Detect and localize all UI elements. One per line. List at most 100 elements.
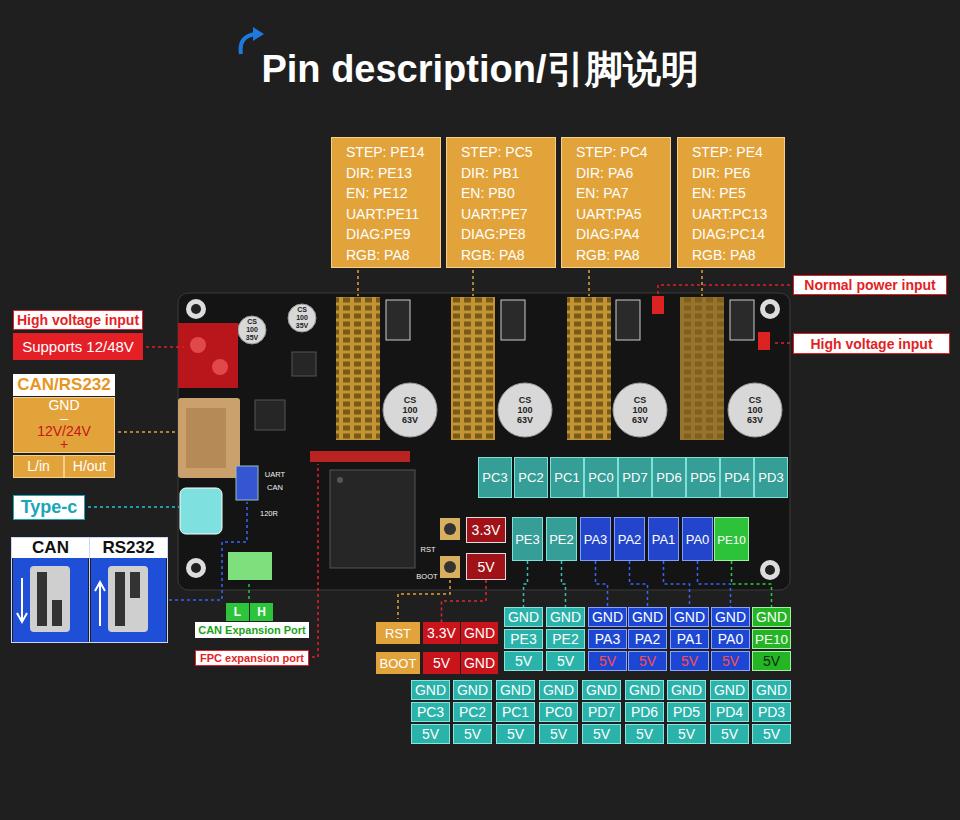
pin-box: GND [752, 680, 791, 700]
power-connector [652, 296, 664, 314]
box-text: GND [457, 682, 488, 698]
box-text: GND [586, 682, 617, 698]
pin-box: PE10 [752, 629, 791, 649]
box-text: UART:PE11 [346, 204, 419, 225]
pin-box: CAN [11, 537, 90, 643]
pin-connector [442, 580, 487, 622]
box-text: H [257, 605, 266, 619]
box-text: 5V [721, 726, 738, 742]
box-text: UART:PE7 [461, 204, 528, 225]
box-text: 5V [763, 726, 780, 742]
box-text: GND [756, 682, 787, 698]
pin-box: High voltage input [13, 310, 143, 330]
switch-icon [30, 566, 70, 632]
pin-box: High voltage input [793, 333, 950, 354]
box-text: PE3 [510, 631, 536, 647]
button [444, 523, 456, 535]
pin-box: GND [582, 680, 621, 700]
box-text: Type-c [21, 497, 78, 518]
box-text: 5V [433, 655, 450, 671]
box-text: EN: PA7 [576, 183, 629, 204]
mount-hole [760, 299, 780, 319]
pin-box: GND [504, 607, 543, 627]
box-text: RGB: PA8 [461, 245, 525, 266]
box-text: CAN [12, 538, 89, 558]
box-text: 3.3V [472, 522, 501, 538]
box-text: PC3 [482, 470, 507, 485]
board-label: CS 100 63V [744, 395, 766, 425]
box-text: CAN Expansion Port [198, 624, 306, 636]
box-text: PC3 [417, 704, 444, 720]
box-text: PC1 [554, 470, 579, 485]
box-text: GND [508, 609, 539, 625]
box-text: PC0 [545, 704, 572, 720]
box-text: DIR: PE13 [346, 163, 412, 184]
button [444, 561, 456, 573]
board-label: CS 100 63V [399, 395, 421, 425]
box-text: GND [674, 609, 705, 625]
pin-box: PA2 [628, 629, 667, 649]
box-text: 5V [507, 726, 524, 742]
pin-box: GND [588, 607, 627, 627]
leader-line [312, 464, 318, 657]
pin-box: PC0 [539, 702, 578, 722]
box-text: UART:PA5 [576, 204, 642, 225]
pin-box: PD4 [710, 702, 749, 722]
pin-box: GND [461, 622, 498, 644]
pin-connector [596, 561, 608, 607]
pin-box: PD6 [652, 457, 686, 498]
pin-box: GND [496, 680, 535, 700]
pin-box: STEP: PC4DIR: PA6EN: PA7UART:PA5DIAG:PA4… [561, 137, 671, 268]
box-text: 5V [681, 653, 698, 669]
driver-socket [336, 297, 380, 440]
motor-connector [501, 300, 525, 340]
pin-box: 5V [453, 724, 492, 744]
box-text: GND [415, 682, 446, 698]
box-text: PD5 [673, 704, 700, 720]
box-text: + [60, 438, 68, 451]
terminal-screw [212, 359, 228, 375]
switch-icon [130, 572, 140, 598]
switch-icon [108, 566, 148, 632]
pin-box: PE10 [714, 517, 749, 561]
pin-box: GND [625, 680, 664, 700]
pin-box: 5V [710, 724, 749, 744]
pin-box: PE2 [546, 517, 577, 561]
pin-box: H [250, 603, 273, 621]
capacitor [498, 383, 552, 437]
pin-box: CAN/RS232 [13, 374, 115, 396]
pin-box: GND [411, 680, 450, 700]
box-text: PD7 [588, 704, 615, 720]
pin-box: PD6 [625, 702, 664, 722]
pin-box: Normal power input [793, 275, 947, 295]
box-text: PD5 [690, 470, 715, 485]
box-text: RST [385, 626, 411, 641]
driver-socket [451, 297, 495, 440]
capacitor [238, 316, 266, 344]
pin-box: GND [546, 607, 585, 627]
box-text: 5V [763, 653, 780, 669]
pin-connector [630, 561, 648, 607]
pin-box: PD3 [752, 702, 791, 722]
box-text: GND [464, 625, 495, 641]
pcb [178, 293, 790, 590]
pin-box: PC0 [584, 457, 618, 498]
board-label: CS 100 63V [514, 395, 536, 425]
pin-box: 5V [588, 651, 627, 671]
box-text: High voltage input [810, 336, 932, 352]
pin-box: CAN Expansion Port [195, 622, 309, 638]
box-text: L/in [27, 460, 50, 473]
box-text: PA1 [652, 532, 676, 547]
power-terminal [178, 323, 238, 388]
box-text: RGB: PA8 [346, 245, 410, 266]
chip [292, 352, 316, 376]
pin-box: 5V [539, 724, 578, 744]
pin-box: PA2 [614, 517, 645, 561]
box-text: GND [756, 609, 787, 625]
box-text: PD7 [622, 470, 647, 485]
box-text: 5V [639, 653, 656, 669]
box-text: GND [464, 655, 495, 671]
box-text: STEP: PE4 [692, 142, 763, 163]
pin-box: GND [670, 607, 709, 627]
box-text: PE3 [515, 532, 540, 547]
